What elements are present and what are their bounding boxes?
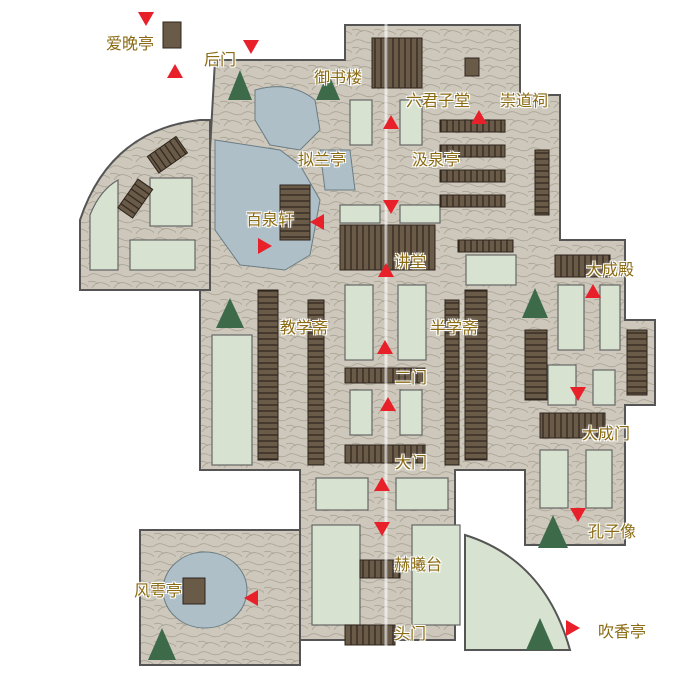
label-jiangtang[interactable]: 讲堂: [394, 252, 427, 271]
label-fengyuting[interactable]: 风雩亭: [134, 581, 183, 600]
label-nilanting[interactable]: 拟兰亭: [298, 150, 347, 169]
label-houmen[interactable]: 后门: [204, 50, 237, 69]
marker-triangle-icon[interactable]: [570, 387, 586, 401]
label-dachengdian[interactable]: 大成殿: [586, 260, 635, 279]
label-baiquanxuan[interactable]: 百泉轩: [246, 210, 295, 229]
label-aiwanting[interactable]: 爱晚亭: [106, 34, 155, 53]
marker-triangle-icon[interactable]: [310, 214, 324, 230]
label-chongdaoci[interactable]: 崇道祠: [500, 91, 549, 110]
marker-triangle-icon[interactable]: [243, 40, 259, 54]
marker-triangle-icon[interactable]: [258, 238, 272, 254]
tree-icon: [148, 70, 568, 660]
marker-triangle-icon[interactable]: [244, 590, 258, 606]
lawns: [89, 99, 621, 626]
label-dachengmen[interactable]: 大成门: [582, 424, 631, 443]
marker-triangle-icon[interactable]: [167, 64, 183, 78]
label-jiaoxuezhai[interactable]: 教学斋: [280, 318, 329, 337]
label-hexitai[interactable]: 赫曦台: [394, 555, 443, 574]
label-chuixiangting[interactable]: 吹香亭: [598, 622, 647, 641]
marker-triangle-icon[interactable]: [383, 200, 399, 214]
label-liujunzitang[interactable]: 六君子堂: [406, 91, 471, 110]
label-banxuezhai[interactable]: 半学斋: [430, 318, 479, 337]
label-jiquanting[interactable]: 汲泉亭: [412, 150, 461, 169]
marker-triangle-icon[interactable]: [138, 12, 154, 26]
pavilion-icon: [162, 21, 480, 605]
marker-triangle-icon[interactable]: [383, 115, 399, 129]
label-ermen[interactable]: 二门: [395, 368, 428, 387]
marker-triangle-icon[interactable]: [570, 508, 586, 522]
marker-triangle-icon[interactable]: [378, 263, 394, 277]
marker-triangle-icon[interactable]: [566, 620, 580, 636]
label-kongzixiang[interactable]: 孔子像: [588, 522, 637, 541]
label-toumen[interactable]: 头门: [394, 624, 427, 643]
marker-triangle-icon[interactable]: [374, 477, 390, 491]
marker-triangle-icon[interactable]: [471, 110, 487, 124]
marker-triangle-icon[interactable]: [585, 284, 601, 298]
label-yushulou[interactable]: 御书楼: [314, 68, 363, 87]
marker-triangle-icon[interactable]: [380, 397, 396, 411]
marker-triangle-icon[interactable]: [377, 340, 393, 354]
label-damen[interactable]: 大门: [395, 453, 428, 472]
marker-triangle-icon[interactable]: [374, 522, 390, 536]
